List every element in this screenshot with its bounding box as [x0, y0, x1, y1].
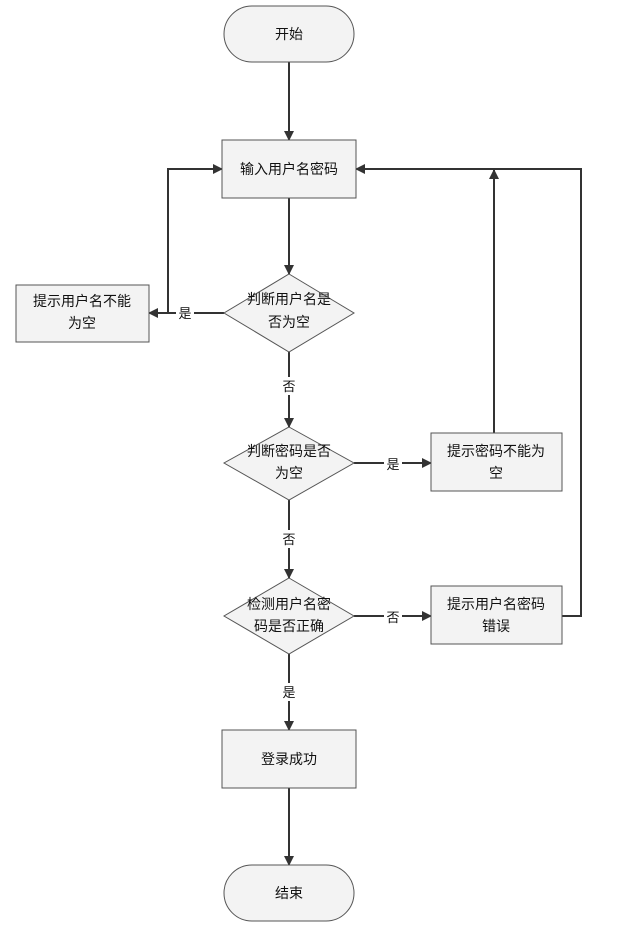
edge-user-empty-loop-back: [167, 164, 223, 313]
node-wrong-line1: 提示用户名密码: [447, 596, 545, 613]
node-start-label: 开始: [275, 27, 303, 43]
node-verify-line2: 码是否正确: [254, 619, 324, 635]
node-check-user-line1: 判断用户名是: [247, 291, 331, 308]
edge-label-pwd-yes: 是: [386, 458, 399, 473]
edge-label-pwd-no: 否: [282, 533, 295, 548]
edge-label-user-no: 否: [282, 380, 295, 395]
node-user-empty-line2: 为空: [68, 316, 96, 332]
node-input-label: 输入用户名密码: [240, 161, 338, 178]
node-start: 开始: [223, 5, 355, 63]
node-success: 登录成功: [221, 729, 357, 789]
node-end: 结束: [223, 864, 355, 922]
node-success-label: 登录成功: [261, 752, 317, 768]
node-end-label: 结束: [275, 886, 303, 902]
edge-labels: 是 否 是 否 否 是: [176, 304, 402, 701]
node-pwd-empty-line1: 提示密码不能为: [447, 443, 545, 460]
node-wrong: 提示用户名密码 错误: [430, 585, 563, 645]
edge-wrong-loop-back: [355, 164, 582, 617]
edge-label-user-yes: 是: [178, 307, 191, 322]
node-pwd-empty-line2: 空: [489, 466, 503, 482]
node-user-empty: 提示用户名不能 为空: [15, 284, 150, 343]
edge-label-verify-no: 否: [386, 611, 399, 626]
node-wrong-line2: 错误: [482, 619, 510, 635]
node-verify: 检测用户名密 码是否正确: [223, 577, 355, 655]
node-pwd-empty: 提示密码不能为 空: [430, 432, 563, 492]
node-check-user: 判断用户名是 否为空: [223, 273, 355, 353]
node-input: 输入用户名密码: [221, 139, 357, 199]
edge-label-verify-yes: 是: [282, 686, 295, 701]
node-check-pwd-line2: 为空: [275, 466, 303, 482]
node-user-empty-line1: 提示用户名不能: [33, 293, 131, 310]
node-check-pwd-line1: 判断密码是否: [247, 443, 331, 460]
node-verify-line1: 检测用户名密: [247, 596, 331, 613]
node-check-pwd: 判断密码是否 为空: [222, 426, 356, 501]
node-check-user-line2: 否为空: [268, 315, 310, 331]
